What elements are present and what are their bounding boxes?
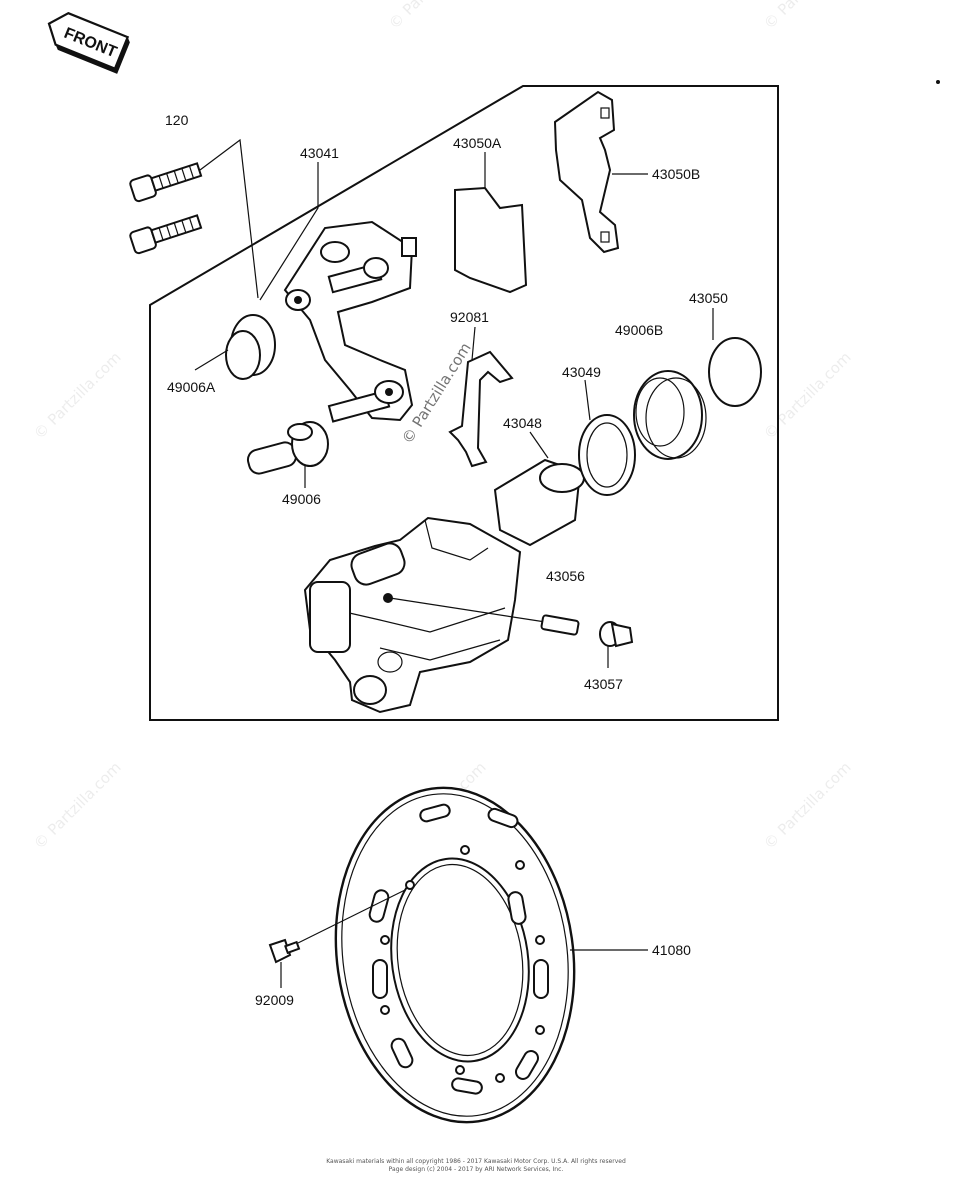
part-120-bolts: [129, 138, 259, 299]
leader-bleeder-line: [389, 597, 566, 626]
part-43050A-pad: [454, 152, 528, 294]
leader-43049: [584, 379, 591, 421]
part-92009-screw: [268, 889, 406, 988]
footer-copyright: Kawasaki materials within all copyright …: [326, 1158, 626, 1165]
watermark-text: © Partzilla.com: [760, 348, 855, 443]
part-43056-caliper-body: [303, 516, 566, 714]
front-direction-badge: FRONT: [47, 11, 130, 74]
leader-120-to-bracket: [199, 138, 259, 299]
watermark-text: © Partzilla.com: [385, 0, 480, 33]
watermark-text: © Partzilla.com: [760, 0, 855, 33]
label-43050B: 43050B: [652, 166, 700, 182]
footer-page-design: Page design (c) 2004 - 2017 by ARI Netwo…: [389, 1166, 564, 1173]
leader-92009-to-disc: [297, 889, 406, 944]
label-41080: 41080: [652, 942, 691, 958]
exploded-view-frame: [149, 85, 779, 721]
label-49006B: 49006B: [615, 322, 663, 338]
stray-dot: [936, 80, 940, 84]
label-120: 120: [165, 112, 189, 128]
label-43041: 43041: [300, 145, 339, 161]
watermark-text: © Partzilla.com: [30, 758, 125, 853]
part-43050-cap: [708, 308, 762, 407]
leader-49006A: [194, 349, 229, 371]
label-49006: 49006: [282, 491, 321, 507]
part-43041-caliper-bracket: [259, 162, 417, 423]
label-43048: 43048: [503, 415, 542, 431]
label-43050: 43050: [689, 290, 728, 306]
part-41080-brake-disc: [334, 786, 648, 1124]
part-43050B-pad: [553, 90, 648, 254]
label-92081: 92081: [450, 309, 489, 325]
footer-credits: Kawasaki materials within all copyright …: [326, 1158, 626, 1173]
part-49006-slide-pin: [246, 421, 329, 488]
part-43049-seal: [578, 379, 636, 496]
part-number-labels: 120 43041 43050A 43050B 92081 43050 4900…: [165, 112, 728, 1008]
part-43057-bleeder: [540, 614, 634, 668]
leader-43041: [259, 162, 319, 301]
part-49006A-boot: [194, 314, 276, 380]
part-43048-piston: [493, 431, 585, 547]
watermark-text: © Partzilla.com: [30, 348, 125, 443]
part-49006B-dust-seal: [633, 370, 707, 460]
label-43057: 43057: [584, 676, 623, 692]
watermark-layer: © Partzilla.com © Partzilla.com © Partzi…: [30, 0, 855, 853]
part-92081-spring: [448, 326, 514, 468]
frame-edge: [778, 84, 950, 86]
watermark-text: © Partzilla.com: [760, 758, 855, 853]
label-43050A: 43050A: [453, 135, 502, 151]
label-92009: 92009: [255, 992, 294, 1008]
leader-43048: [529, 431, 549, 459]
label-43049: 43049: [562, 364, 601, 380]
label-49006A: 49006A: [167, 379, 216, 395]
leader-92081: [471, 326, 476, 361]
label-43056: 43056: [546, 568, 585, 584]
